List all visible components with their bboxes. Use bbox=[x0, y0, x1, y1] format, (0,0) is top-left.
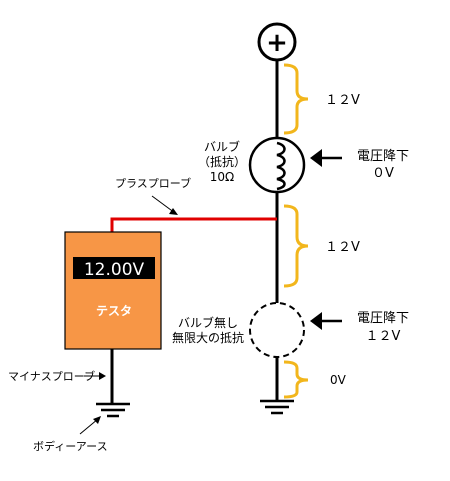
minus-probe-label: マイナスプローブ bbox=[8, 369, 95, 383]
voltage-drop-top-title: 電圧降下 bbox=[357, 149, 409, 164]
arrow-drop-bottom bbox=[310, 312, 342, 330]
arrow-plus-probe bbox=[151, 195, 178, 215]
voltage-label-bottom: 0V bbox=[330, 373, 347, 387]
tester: 12.00V テスタ bbox=[64, 231, 162, 350]
arrow-drop-top bbox=[310, 149, 342, 167]
battery-plus-terminal: + bbox=[257, 22, 297, 62]
voltage-drop-bottom-value: １２V bbox=[366, 329, 401, 344]
tester-name: テスタ bbox=[96, 304, 132, 318]
arrow-minus-probe bbox=[84, 372, 106, 380]
voltage-label-middle: １２V bbox=[325, 240, 360, 255]
no-bulb-label-line2: 無限大の抵抗 bbox=[172, 330, 244, 345]
body-earth-label: ボディーアース bbox=[33, 439, 108, 453]
voltage-label-top: １２V bbox=[325, 93, 360, 108]
plus-sign: + bbox=[266, 28, 288, 58]
ground-symbol-left bbox=[96, 402, 130, 418]
plus-probe-label: プラスプローブ bbox=[115, 176, 191, 190]
bulb-symbol bbox=[248, 136, 306, 194]
open-circuit-symbol bbox=[249, 302, 305, 358]
bulb-label-ohm: 10Ω bbox=[210, 170, 234, 184]
bulb-label-name: バルブ bbox=[204, 139, 240, 154]
tester-display bbox=[73, 257, 155, 279]
voltage-drop-bottom-title: 電圧降下 bbox=[357, 311, 409, 326]
voltage-bracket-middle bbox=[283, 204, 309, 288]
arrow-body-earth bbox=[79, 416, 101, 435]
voltage-drop-top-value: ０V bbox=[372, 166, 394, 181]
bulb-label-resistance: （抵抗） bbox=[198, 154, 246, 169]
tester-body bbox=[64, 231, 162, 350]
voltage-bracket-top bbox=[283, 63, 309, 135]
tester-reading: 12.00V bbox=[84, 260, 145, 280]
voltage-bracket-bottom bbox=[283, 360, 309, 399]
no-bulb-label-line1: バルブ無し bbox=[178, 315, 238, 330]
ground-symbol-right bbox=[260, 399, 294, 415]
bulb-filament bbox=[276, 141, 286, 191]
plus-probe-wire bbox=[110, 217, 277, 232]
